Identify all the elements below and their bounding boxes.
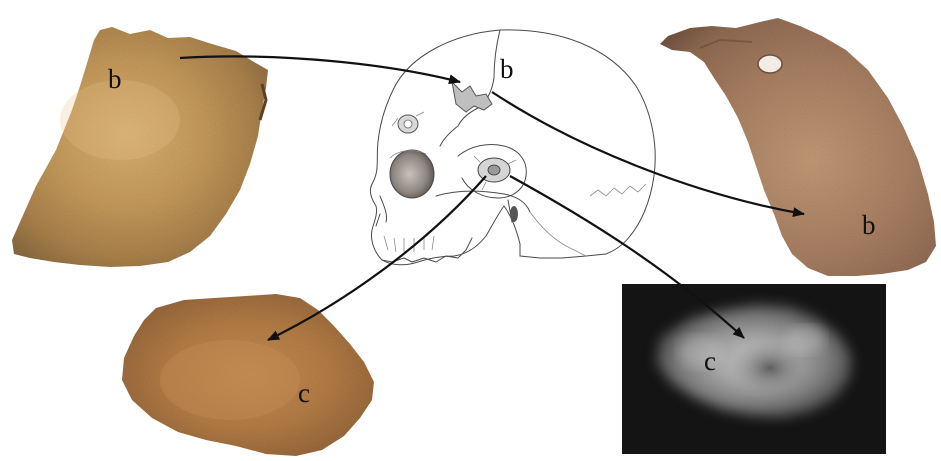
skull-fracture-b <box>452 82 492 112</box>
skull-label-b: b <box>500 54 514 84</box>
fragment-label-c-bottom-left: c <box>298 378 310 408</box>
bone-fragment-bottom-left: c <box>122 294 374 456</box>
bone-fragment-top-left: b <box>12 27 268 267</box>
fragment-label-b-right: b <box>862 210 876 240</box>
xray-label-c: c <box>704 346 716 376</box>
bone-fragment-right: b <box>660 18 936 276</box>
skull-lesion-upper <box>392 112 424 133</box>
fragment-label-b-top-left: b <box>108 64 122 94</box>
skull-outline <box>394 30 655 258</box>
xray-panel: c <box>622 284 886 454</box>
skull-lesion-ear <box>474 156 516 190</box>
